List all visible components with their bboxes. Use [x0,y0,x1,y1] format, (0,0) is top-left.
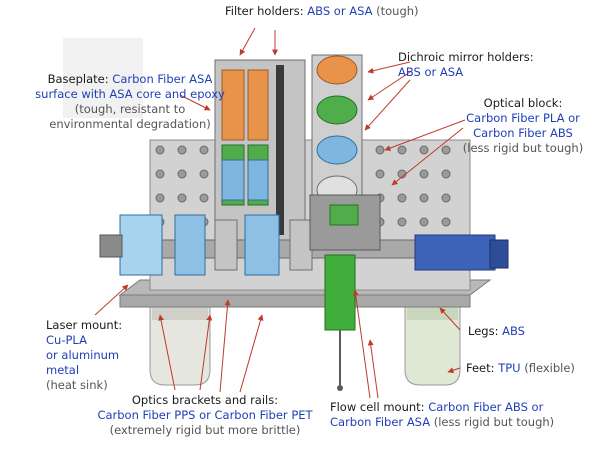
dichroic-material: ABS or ASA [398,65,464,79]
baseplate-note-1: (tough, resistant to [74,102,186,116]
filter-holders-note: (tough) [376,4,419,18]
baseplate-note-2: environmental degradation) [49,117,211,131]
flow-cell-mount [324,254,356,391]
flow-cell-note: (less rigid but tough) [433,415,555,429]
right-collimator [414,234,509,271]
mounting-hole [419,145,429,155]
dichroic-label: Dichroic mirror holders: ABS or ASA [398,50,534,80]
optics-brackets-key: Optics brackets and rails: [131,393,279,407]
feet-note: (flexible) [524,361,575,375]
left-leg [149,299,211,386]
optics-brackets-material: Carbon Fiber PPS or Carbon Fiber PET [97,408,313,422]
baseplate-key: Baseplate: [47,72,109,86]
flow-cell-material-1: Carbon Fiber ABS or [428,400,544,414]
flow-cell-material-2: Carbon Fiber ASA [330,415,431,429]
mounting-hole [397,145,407,155]
right-leg [404,299,461,386]
optical-block-key: Optical block: [483,96,563,110]
laser-mount-material-3: metal [46,363,80,377]
optics-brackets-label: Optics brackets and rails: Carbon Fiber … [70,393,340,438]
mounting-hole [397,217,407,227]
mounting-hole [375,145,385,155]
flow-cell-key: Flow cell mount: [330,400,425,414]
mounting-hole [155,193,165,203]
optical-block-label: Optical block: Carbon Fiber PLA or Carbo… [448,96,598,156]
mounting-hole [397,193,407,203]
mounting-hole [199,193,209,203]
filter-holders-label: Filter holders: ABS or ASA (tough) [225,4,419,19]
baseplate-material-2: surface with ASA core and epoxy [35,87,225,101]
flow-cell-label: Flow cell mount: Carbon Fiber ABS or Car… [330,400,554,430]
laser-mount-label: Laser mount: Cu-PLA or aluminum metal (h… [46,318,122,393]
optics-brackets-note: (extremely rigid but more brittle) [109,423,301,437]
laser-mount-material-2: or aluminum [46,348,120,362]
mounting-hole [177,169,187,179]
optical-block [309,194,381,251]
optical-block-material-1: Carbon Fiber PLA or [466,111,580,125]
mounting-hole [177,193,187,203]
mounting-hole [155,145,165,155]
mounting-hole [419,193,429,203]
legs-key: Legs: [468,324,499,338]
mounting-hole [199,169,209,179]
optical-block-note: (less rigid but tough) [462,141,584,155]
laser-mount-note: (heat sink) [46,378,108,392]
optical-block-material-2: Carbon Fiber ABS [473,126,573,140]
mounting-hole [441,193,451,203]
feet-material: TPU [498,361,521,375]
feet-label: Feet: TPU (flexible) [466,361,575,376]
mounting-hole [419,217,429,227]
mounting-hole [441,169,451,179]
laser-mount-key: Laser mount: [46,318,123,332]
laser-mount-material-1: Cu-PLA [46,333,87,347]
legs-label: Legs: ABS [468,324,525,339]
mounting-hole [441,217,451,227]
baseplate-material-1: Carbon Fiber ASA [112,72,213,86]
mounting-hole [199,145,209,155]
dichroic-key: Dichroic mirror holders: [398,50,534,64]
feet-key: Feet: [466,361,495,375]
mounting-hole [419,169,429,179]
mounting-hole [177,145,187,155]
filter-holders-material: ABS or ASA [307,4,373,18]
legs-material: ABS [502,324,525,338]
annotation-arrows [94,27,466,399]
mounting-hole [441,145,451,155]
filter-holders-key: Filter holders: [225,4,304,18]
filter-tower [214,59,306,251]
mounting-hole [155,169,165,179]
optics-rail [134,214,466,276]
laser-mount [99,214,163,276]
mounting-hole [375,169,385,179]
baseplate-label: Baseplate: Carbon Fiber ASA surface with… [25,72,235,132]
